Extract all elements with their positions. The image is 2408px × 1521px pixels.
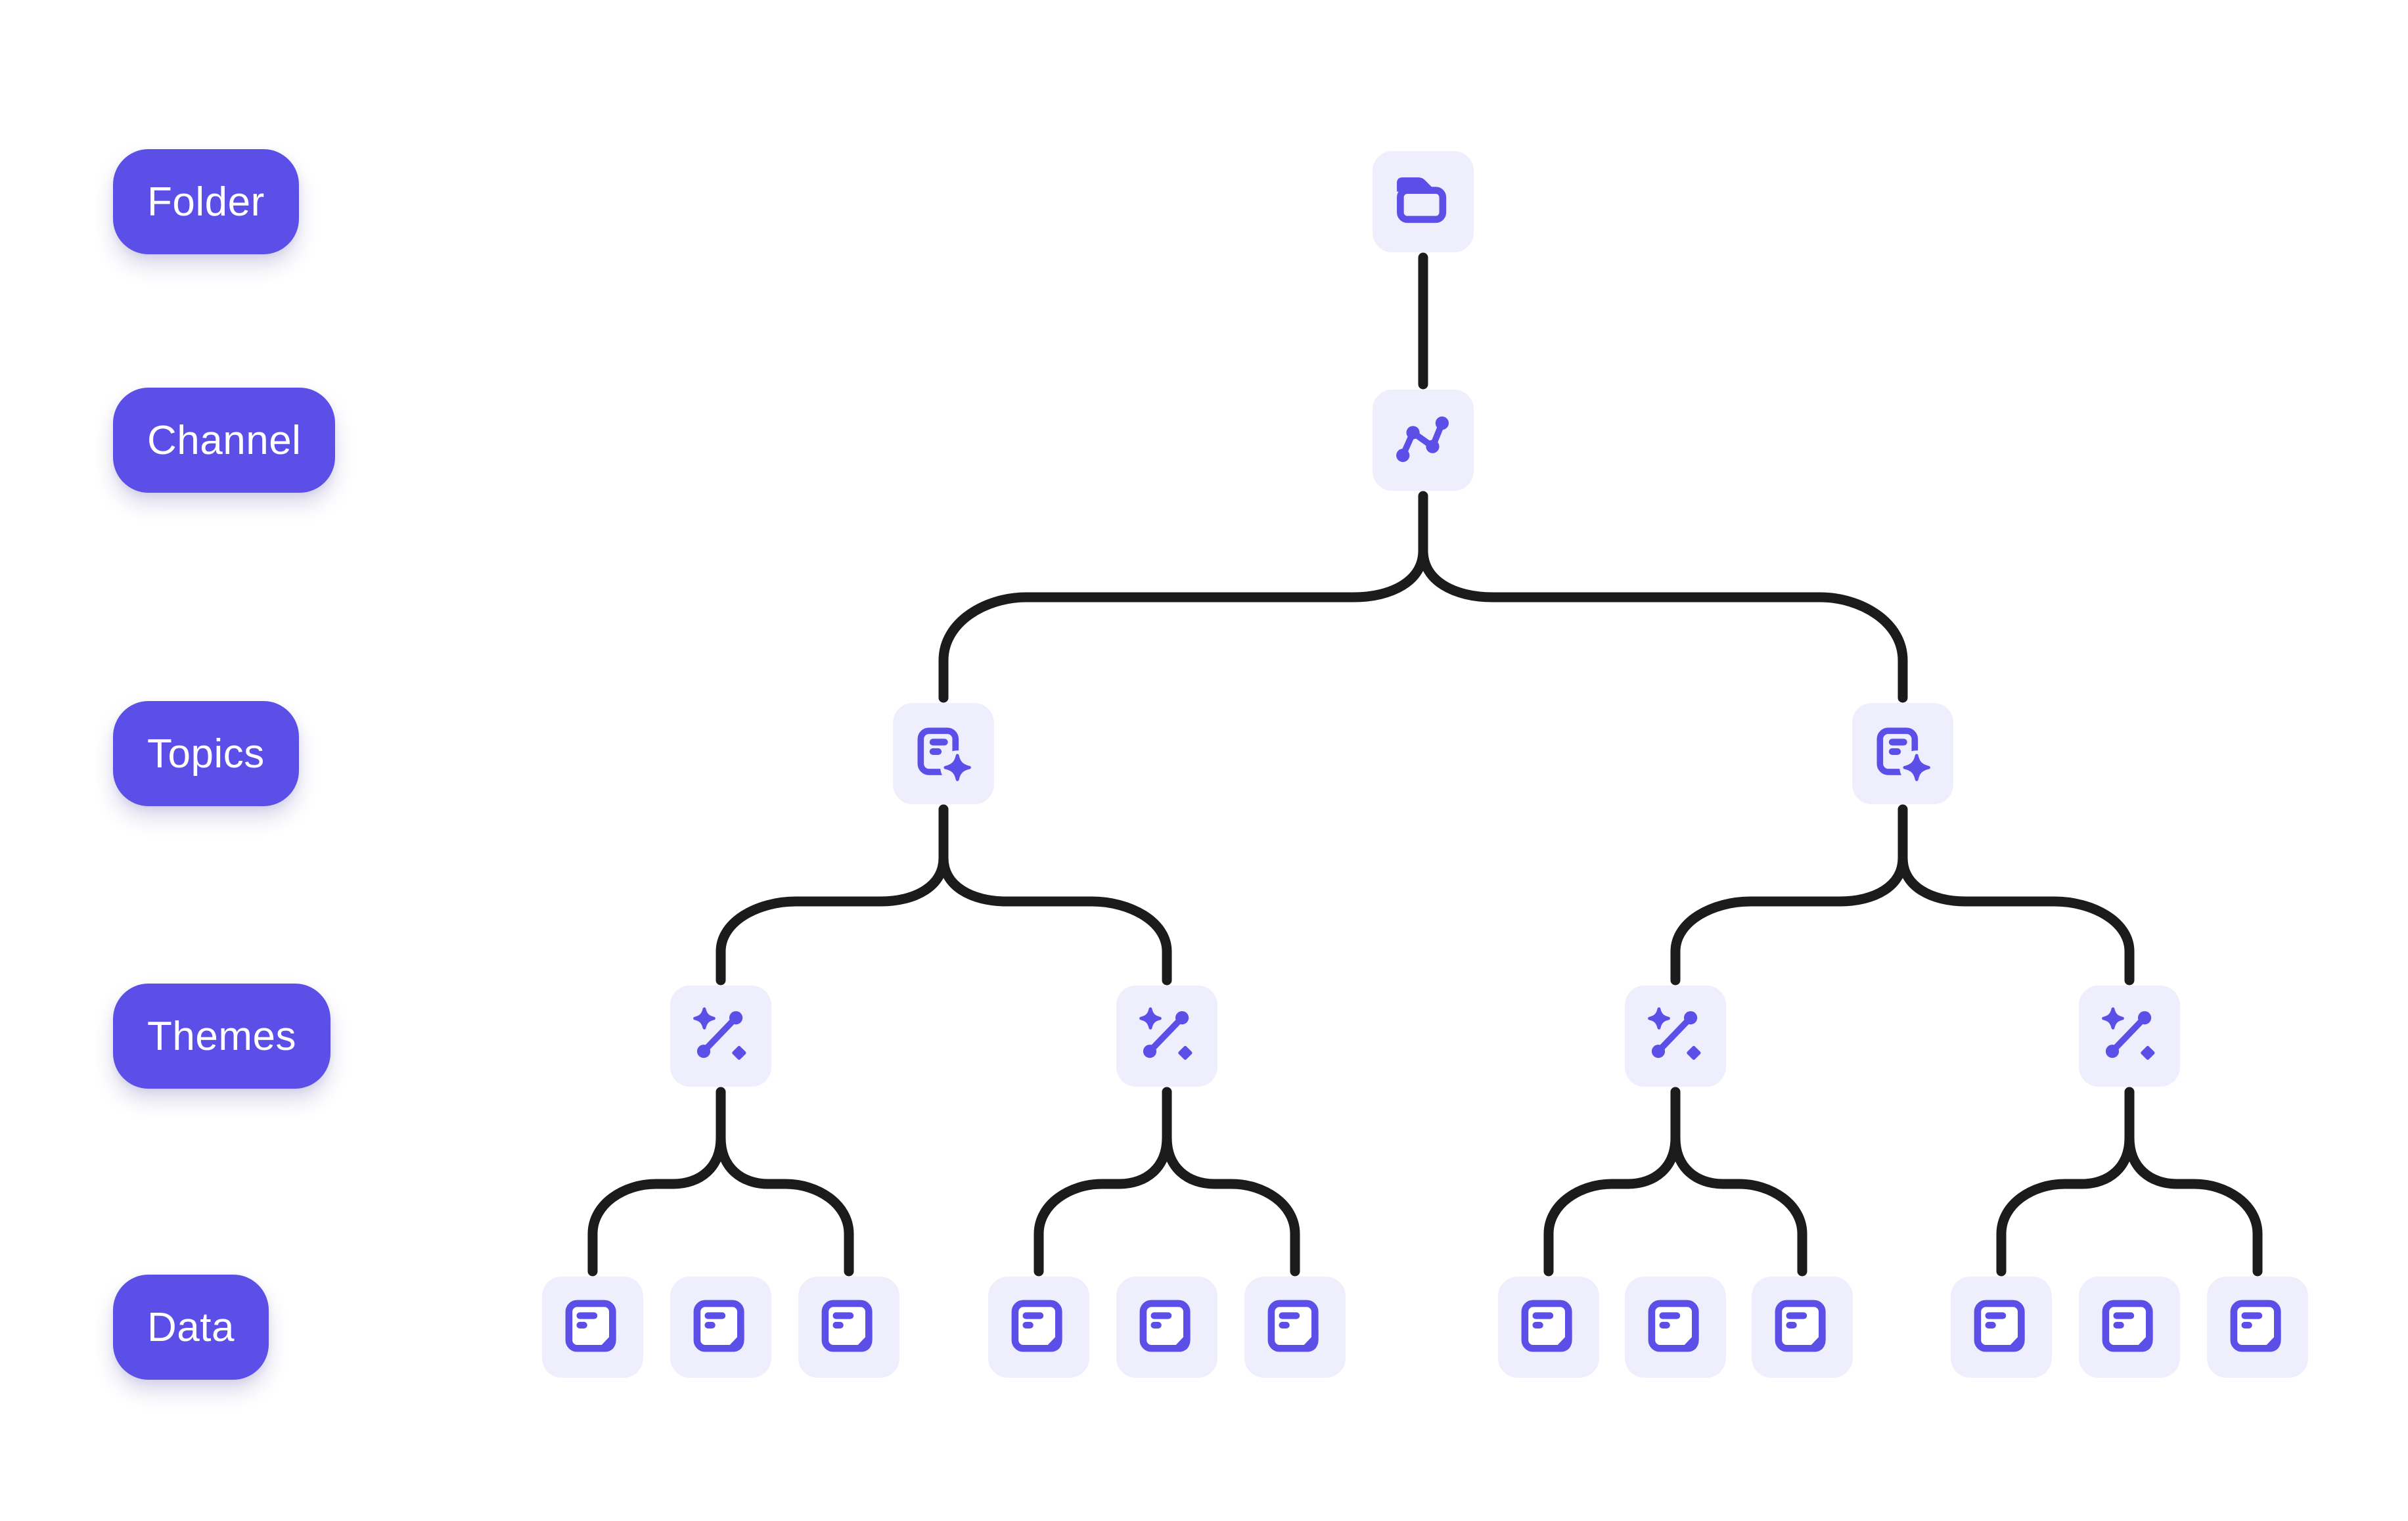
node-data5 (1116, 1277, 1217, 1378)
legend-pill-folder[interactable]: Folder (113, 149, 299, 254)
node-theme1 (670, 986, 771, 1087)
node-theme3 (1625, 986, 1726, 1087)
node-data3 (798, 1277, 899, 1378)
node-data7 (1498, 1277, 1599, 1378)
wand-sparkle-icon (2079, 986, 2180, 1087)
trend-line-icon (1373, 390, 1474, 491)
node-data4 (988, 1277, 1089, 1378)
node-data9 (1752, 1277, 1853, 1378)
note-icon (2207, 1277, 2308, 1378)
connector-channel-topic2 (1418, 491, 1908, 703)
connector-theme4-data12 (2124, 1087, 2263, 1277)
node-data11 (2079, 1277, 2180, 1378)
node-data10 (1951, 1277, 2052, 1378)
connector-theme4-data10 (1996, 1087, 2135, 1277)
note-icon (670, 1277, 771, 1378)
legend-pill-data[interactable]: Data (113, 1275, 269, 1380)
legend-pill-channel[interactable]: Channel (113, 388, 336, 493)
connector-topic2-theme4 (1897, 804, 2135, 986)
connector-theme2-data4 (1034, 1087, 1172, 1277)
note-icon (2079, 1277, 2180, 1378)
note-icon (1116, 1277, 1217, 1378)
connector-theme1-data3 (716, 1087, 854, 1277)
note-icon (1951, 1277, 2052, 1378)
node-data1 (542, 1277, 643, 1378)
connector-theme2-data6 (1162, 1087, 1300, 1277)
connector-topic1-theme2 (938, 804, 1172, 986)
note-icon (1498, 1277, 1599, 1378)
note-icon (1625, 1277, 1726, 1378)
legend-pill-topics[interactable]: Topics (113, 701, 299, 806)
connector-theme3-data7 (1543, 1087, 1681, 1277)
connector-theme3-data9 (1670, 1087, 1807, 1277)
wand-sparkle-icon (670, 986, 771, 1087)
node-topic2 (1852, 703, 1953, 804)
connector-topic1-theme1 (716, 804, 949, 986)
legend-pill-themes[interactable]: Themes (113, 984, 330, 1089)
node-data2 (670, 1277, 771, 1378)
connector-channel-topic1 (938, 491, 1428, 703)
node-theme4 (2079, 986, 2180, 1087)
wand-sparkle-icon (1625, 986, 1726, 1087)
node-channel (1373, 390, 1474, 491)
folder-icon (1373, 151, 1474, 252)
note-icon (1244, 1277, 1346, 1378)
node-data12 (2207, 1277, 2308, 1378)
note-icon (798, 1277, 899, 1378)
document-sparkle-icon (1852, 703, 1953, 804)
note-icon (1752, 1277, 1853, 1378)
connector-topic2-theme3 (1670, 804, 1908, 986)
wand-sparkle-icon (1116, 986, 1217, 1087)
node-data8 (1625, 1277, 1726, 1378)
note-icon (542, 1277, 643, 1378)
node-folder (1373, 151, 1474, 252)
node-topic1 (893, 703, 994, 804)
node-theme2 (1116, 986, 1217, 1087)
document-sparkle-icon (893, 703, 994, 804)
node-data6 (1244, 1277, 1346, 1378)
connector-theme1-data1 (587, 1087, 726, 1277)
note-icon (988, 1277, 1089, 1378)
